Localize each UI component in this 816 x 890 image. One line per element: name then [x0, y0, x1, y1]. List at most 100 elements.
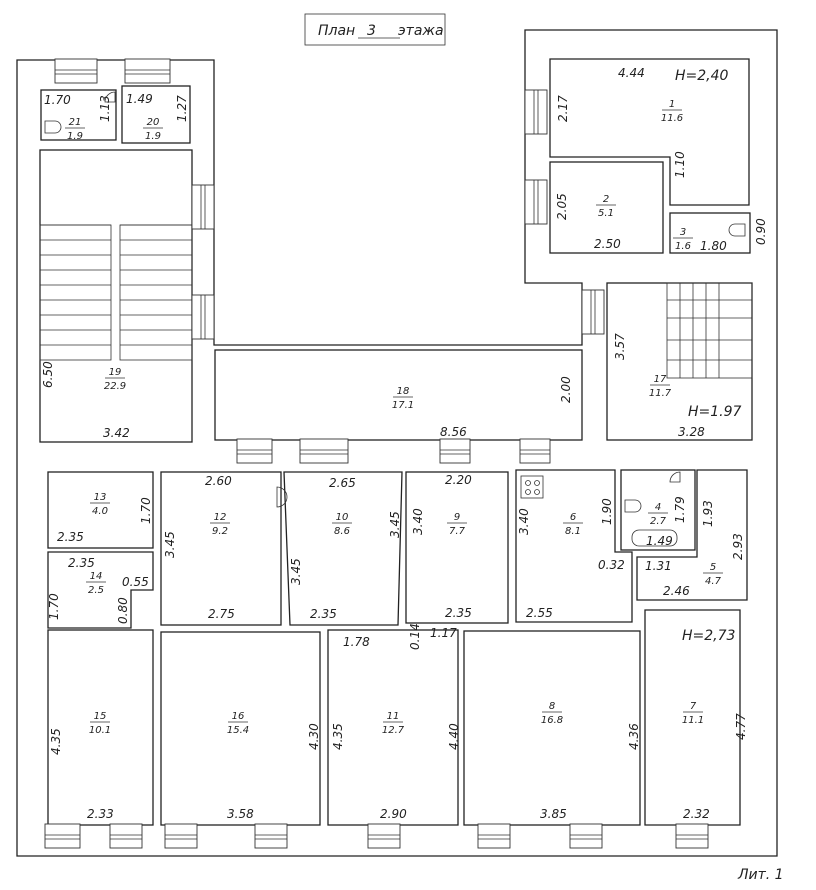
room-area: 11.1 — [682, 715, 704, 726]
dimension-label: 1.80 — [700, 239, 727, 253]
dimension-label: 3.58 — [227, 807, 254, 821]
dimension-label: 0.55 — [122, 575, 149, 589]
outer-wall — [16, 29, 778, 857]
room-number: 14 — [90, 571, 103, 582]
dimension-label: 2.32 — [683, 807, 710, 821]
staircase — [39, 224, 753, 379]
boiler-icon — [104, 91, 116, 103]
room-outlines — [39, 58, 753, 826]
dimension-label: 3.57 — [613, 333, 627, 360]
room-area: 15.4 — [227, 725, 249, 736]
room-number: 8 — [549, 701, 555, 712]
room-number: 11 — [387, 711, 400, 722]
dimension-label: 4.44 — [618, 66, 645, 80]
boiler-icon — [276, 486, 288, 508]
room-area: 4.0 — [92, 506, 108, 517]
room-area: 1.9 — [67, 131, 83, 142]
ceiling-height: H=1.97 — [688, 404, 742, 420]
room-21: 211.9 — [65, 117, 85, 142]
dimension-label: 1.31 — [645, 559, 672, 573]
room-number: 17 — [654, 374, 667, 385]
dimension-label: 1.70 — [44, 93, 71, 107]
title-suffix: этажа — [398, 23, 444, 39]
dimension-label: 4.36 — [627, 723, 641, 750]
room-area: 5.1 — [598, 208, 614, 219]
dimension-label: 3.40 — [411, 508, 425, 535]
dimension-label: 2.55 — [526, 606, 553, 620]
room-area: 2.5 — [88, 585, 104, 596]
dimension-label: 3.85 — [540, 807, 567, 821]
dimension-label: 3.45 — [289, 558, 303, 585]
room-number: 13 — [94, 492, 107, 503]
dimension-label: 1.49 — [646, 534, 673, 548]
toilet-icon — [44, 120, 62, 134]
ceiling-height: H=2,40 — [675, 68, 729, 84]
room-number: 20 — [147, 117, 160, 128]
room-number: 3 — [680, 227, 686, 238]
dimension-label: 2.50 — [594, 237, 621, 251]
dimension-label: 2.20 — [445, 473, 472, 487]
room-1: 111.6 — [661, 99, 683, 124]
toilet-icon — [624, 499, 642, 513]
dimension-label: 0.14 — [408, 623, 422, 650]
dimension-label: 1.79 — [673, 496, 687, 523]
room-number: 16 — [232, 711, 245, 722]
room-area: 8.1 — [565, 526, 581, 537]
dimension-label: 2.60 — [205, 474, 232, 488]
dimension-label: 4.35 — [331, 723, 345, 750]
title-prefix: План — [318, 23, 355, 39]
dimension-label: 1.90 — [600, 498, 614, 525]
room-number: 18 — [397, 386, 410, 397]
room-area: 1.6 — [675, 241, 691, 252]
room-area: 4.7 — [705, 576, 722, 587]
room-11: 11 12.7 — [382, 711, 405, 736]
toilet-icon — [728, 223, 746, 237]
room-8: 816.8 — [541, 701, 563, 726]
room-area: 11.7 — [649, 388, 672, 399]
dimension-label: 1.13 — [98, 95, 112, 122]
boiler-icon — [669, 471, 681, 483]
room-area: 17.1 — [392, 400, 414, 411]
dimension-label: 2.90 — [380, 807, 407, 821]
dimension-label: 1.93 — [701, 500, 715, 527]
dimension-label: 4.40 — [447, 723, 461, 750]
room-area: 7.7 — [449, 526, 466, 537]
room-10: 108.6 — [332, 512, 352, 537]
room-number: 10 — [336, 512, 349, 523]
room-area: 1.9 — [145, 131, 161, 142]
dimension-label: 0.32 — [598, 558, 625, 572]
dimension-label: 1.70 — [47, 593, 61, 620]
plan-title: План 3 этажа — [304, 13, 446, 46]
dimension-label: 1.17 — [430, 626, 457, 640]
room-13: 134.0 — [90, 492, 110, 517]
dimension-label: 2.93 — [731, 533, 745, 560]
dimension-label: 1.10 — [673, 151, 687, 178]
room-area: 12.7 — [382, 725, 405, 736]
dimension-label: 3.42 — [103, 426, 130, 440]
room-area: 9.2 — [212, 526, 228, 537]
room-14: 142.5 — [86, 571, 106, 596]
room-area: 22.9 — [104, 381, 126, 392]
dimension-label: 3.28 — [678, 425, 705, 439]
dimension-label: 2.35 — [68, 556, 95, 570]
room-6: 68.1 — [563, 512, 583, 537]
dimension-label: 2.35 — [310, 607, 337, 621]
room-number: 7 — [690, 701, 697, 712]
dimension-label: 2.35 — [57, 530, 84, 544]
dimension-label: 2.33 — [87, 807, 114, 821]
room-number: 4 — [655, 502, 661, 513]
dimension-label: 6.50 — [41, 361, 55, 388]
dimension-label: 4.77 — [734, 713, 748, 740]
dimension-label: 1.78 — [343, 635, 370, 649]
dimension-label: 2.75 — [208, 607, 235, 621]
room-3: 31.6 — [673, 227, 693, 252]
dimension-label: 2.17 — [556, 95, 570, 122]
room-area: 8.6 — [334, 526, 350, 537]
dimension-label: 2.05 — [555, 193, 569, 220]
lit-label: Лит. 1 — [737, 867, 784, 883]
room-number: 2 — [603, 194, 609, 205]
dimension-label: 3.45 — [388, 511, 402, 538]
ceiling-height: H=2,73 — [682, 628, 735, 644]
